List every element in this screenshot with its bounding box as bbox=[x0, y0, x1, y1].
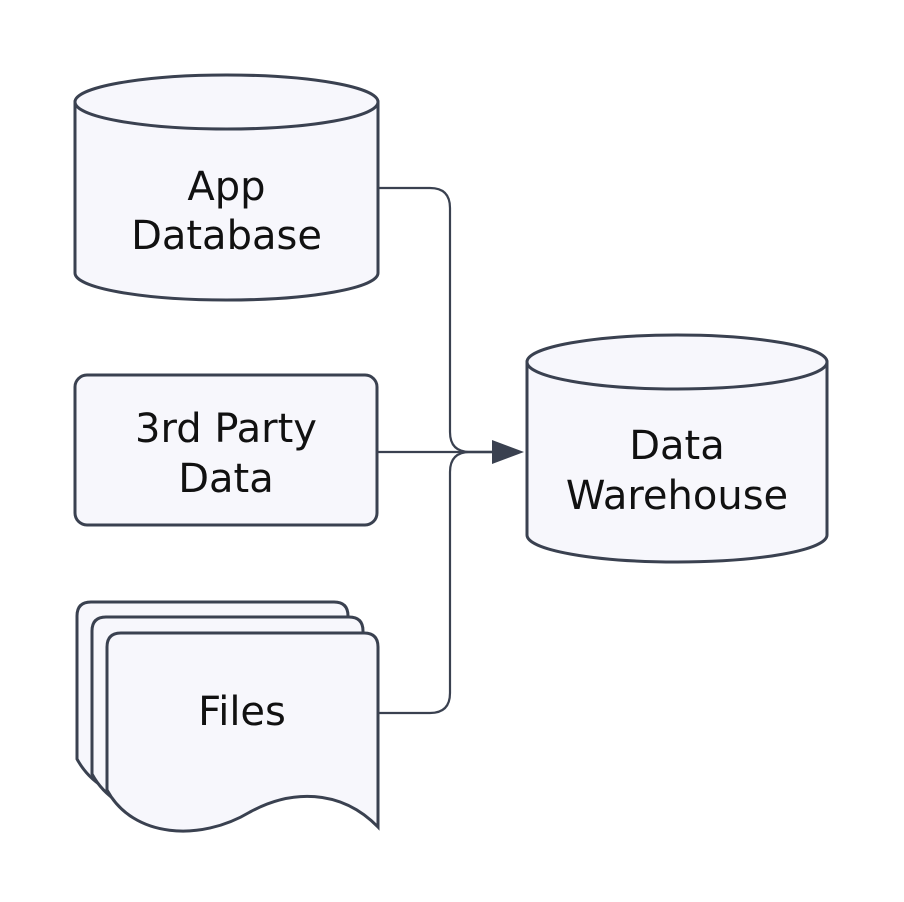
node-third-party-data: 3rd Party Data bbox=[73, 373, 379, 527]
arrowhead-icon bbox=[492, 440, 524, 464]
node-app-database: App Database bbox=[73, 73, 380, 302]
node-files: Files bbox=[75, 600, 380, 833]
node-label-line: Data bbox=[178, 456, 274, 502]
cylinder-top bbox=[525, 333, 829, 391]
node-data-warehouse: Data Warehouse bbox=[525, 333, 829, 564]
node-label-line: Files bbox=[198, 689, 286, 735]
node-label-line: Warehouse bbox=[566, 473, 788, 519]
node-label-line: 3rd Party bbox=[135, 406, 317, 452]
edge-files-to-warehouse bbox=[378, 450, 494, 715]
cylinder-top bbox=[73, 73, 380, 131]
node-label-line: Database bbox=[131, 213, 322, 259]
node-label-line: Data bbox=[629, 423, 725, 469]
document-front bbox=[105, 631, 380, 833]
edges-layer bbox=[378, 186, 524, 715]
node-label-line: App bbox=[187, 164, 265, 210]
cylinder-body bbox=[73, 100, 380, 302]
edge-app-database-to-warehouse bbox=[378, 186, 494, 454]
rounded-rect bbox=[73, 373, 379, 527]
cylinder-body bbox=[525, 360, 829, 564]
